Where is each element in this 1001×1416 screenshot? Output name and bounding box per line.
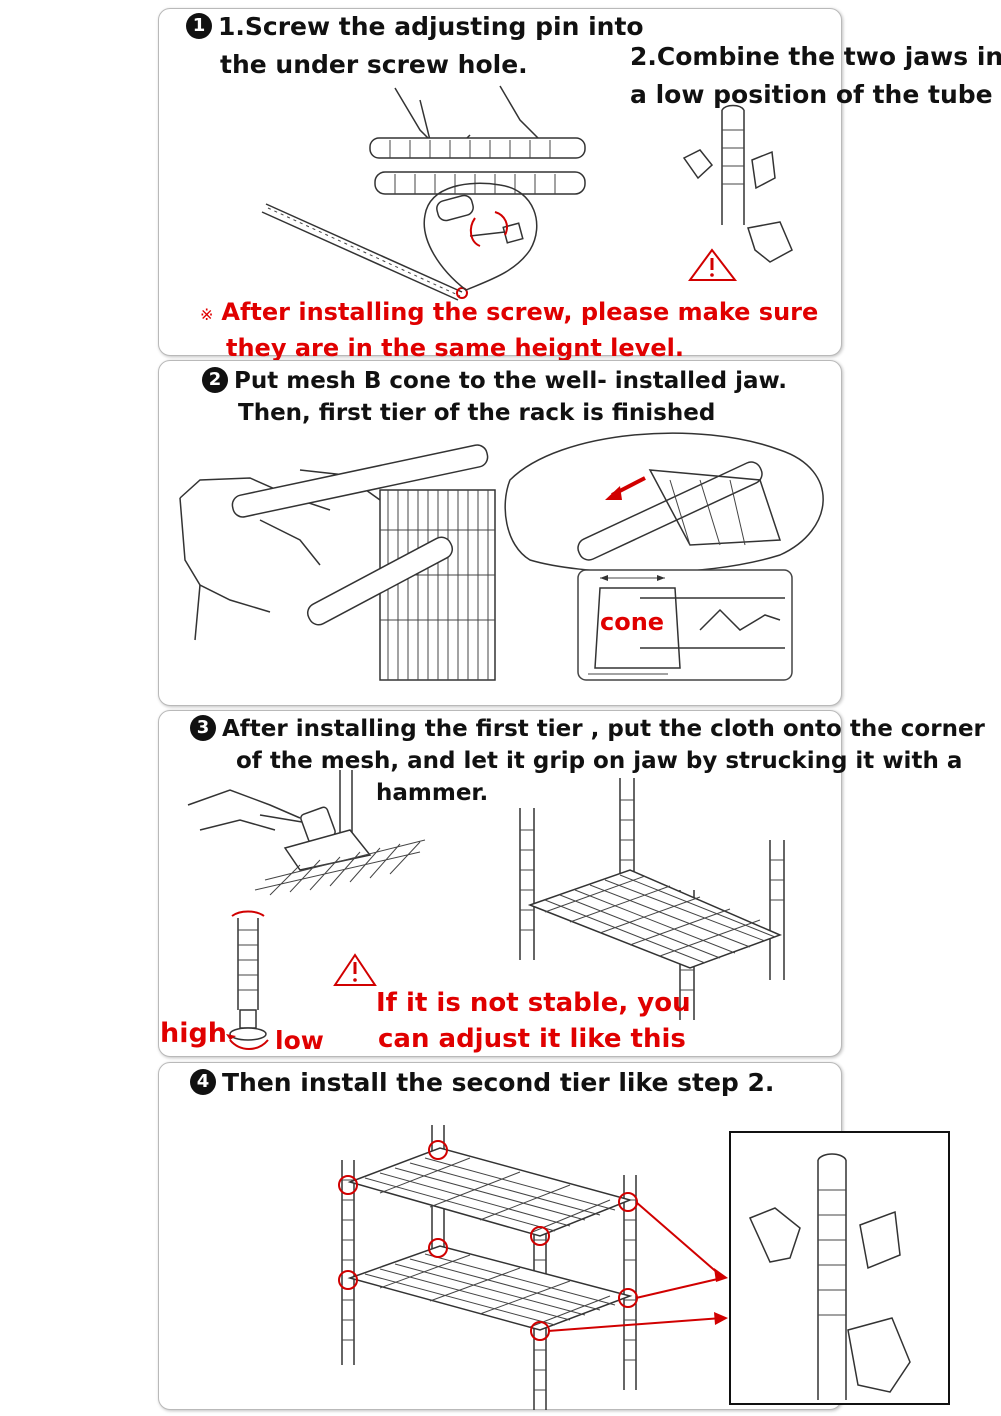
low-label: low	[275, 1026, 324, 1055]
note-reference-mark: ※	[200, 305, 214, 324]
jaw-detail-box	[729, 1131, 950, 1405]
step2-text-line2: Then, first tier of the rack is finished	[238, 400, 716, 426]
step1-illustration	[261, 85, 793, 301]
step4-text: Then install the second tier like step 2…	[222, 1068, 775, 1097]
step1-number-badge: 1	[186, 13, 212, 39]
adjustable-foot	[226, 910, 269, 1050]
tube-with-jaws	[682, 104, 793, 263]
step1-text2-line2: a low position of the tube	[630, 80, 993, 109]
long-pole	[261, 203, 468, 301]
mesh-panel	[379, 489, 496, 681]
step2-illustration	[179, 432, 824, 681]
step3-text-line1: After installing the first tier , put th…	[222, 716, 985, 742]
high-label: high	[160, 1018, 228, 1049]
step1-note-line2: they are in the same heignt level.	[226, 334, 684, 362]
step1-note-line1: After installing the screw, please make …	[221, 298, 819, 326]
step3-text-line2: of the mesh, and let it grip on jaw by s…	[236, 748, 963, 774]
step3-panel	[158, 710, 842, 1057]
warning-triangle-icon	[688, 248, 738, 281]
step4-number-badge: 4	[190, 1069, 216, 1095]
step3-number-badge: 3	[190, 714, 216, 741]
step3-text-line3: hammer.	[376, 780, 489, 806]
step3-illustration	[187, 770, 785, 1050]
hammer-on-mesh	[187, 770, 426, 896]
cone-label: cone	[600, 608, 665, 636]
step1-text-line1: 1.Screw the adjusting pin into	[218, 12, 644, 41]
step3-note-line1: If it is not stable, you	[376, 988, 691, 1018]
step3-note-line2: can adjust it like this	[378, 1024, 686, 1054]
pointer-arrows	[547, 1201, 728, 1332]
cone-detail-box	[577, 569, 793, 681]
zoom-bubble-screw	[423, 182, 538, 291]
step3-warning-triangle-icon	[333, 953, 377, 986]
step2-number-badge: 2	[202, 366, 228, 393]
two-tier-rack	[341, 1125, 637, 1410]
step2-text-line1: Put mesh B cone to the well- installed j…	[234, 368, 787, 394]
zoom-jaw-detail	[504, 432, 824, 574]
first-tier-rack	[519, 778, 785, 1020]
step4-panel	[158, 1062, 842, 1410]
step2-poles	[231, 444, 489, 626]
step1-note: ※ After installing the screw, please make…	[200, 298, 818, 326]
step1-text-line2: the under screw hole.	[220, 50, 528, 79]
step1-text2-line1: 2.Combine the two jaws in	[630, 42, 1001, 71]
